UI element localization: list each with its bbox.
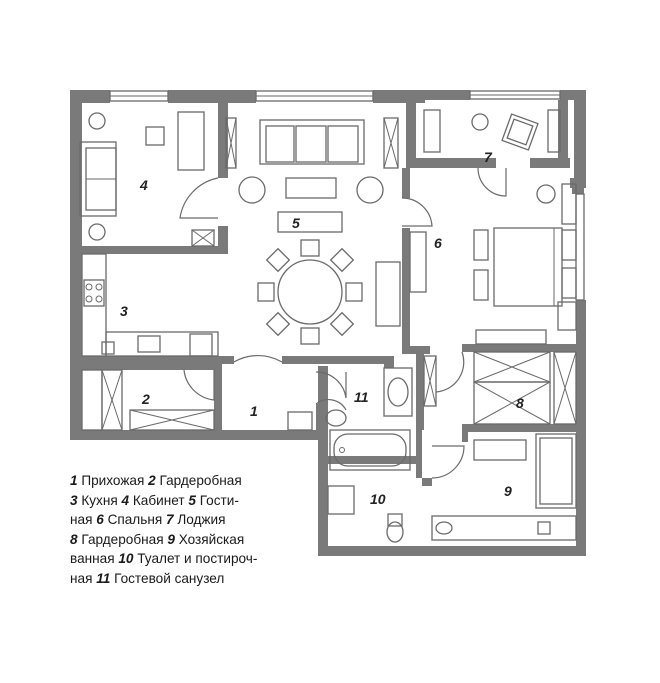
legend-line: ная 6 Спальня 7 Лоджия [70, 512, 226, 528]
legend-line: 3 Кухня 4 Кабинет 5 Гости- [70, 492, 239, 508]
room-label-2: 2 [141, 391, 150, 407]
windows [109, 90, 585, 301]
room-label-7: 7 [484, 149, 493, 165]
guest-wc-furniture [325, 367, 413, 471]
room-label-1: 1 [250, 403, 258, 419]
living-furniture [225, 117, 433, 345]
room-label-11: 11 [354, 389, 369, 405]
legend-line: 8 Гардеробная 9 Хозяйская [70, 531, 245, 547]
loggia-furniture [423, 109, 561, 197]
room-labels: 4 5 3 2 1 11 7 6 8 9 10 [120, 149, 524, 507]
laundry-furniture [327, 485, 404, 543]
legend-line: ная 11 Гостевой санузел [70, 570, 225, 586]
kitchen-furniture [81, 253, 219, 357]
master-bath-furniture [431, 433, 577, 541]
walls [70, 90, 586, 556]
wardrobe-8-furniture [423, 351, 577, 425]
room-label-5: 5 [292, 215, 300, 231]
legend: 1 Прихожая 2 Гардеробная 3 Кухня 4 Кабин… [70, 471, 310, 589]
legend-line: ванная 10 Туалет и постироч- [70, 551, 258, 567]
wardrobe-2-furniture [81, 355, 283, 431]
room-label-3: 3 [120, 303, 128, 319]
room-label-4: 4 [139, 177, 148, 193]
room-label-9: 9 [504, 483, 512, 499]
hall-furniture [287, 371, 347, 431]
legend-line: 1 Прихожая 2 Гардеробная [70, 473, 242, 488]
room-label-8: 8 [516, 395, 524, 411]
room-label-10: 10 [370, 491, 386, 507]
study-furniture [79, 111, 219, 247]
bedroom-furniture [375, 183, 577, 345]
room-label-6: 6 [434, 235, 442, 251]
